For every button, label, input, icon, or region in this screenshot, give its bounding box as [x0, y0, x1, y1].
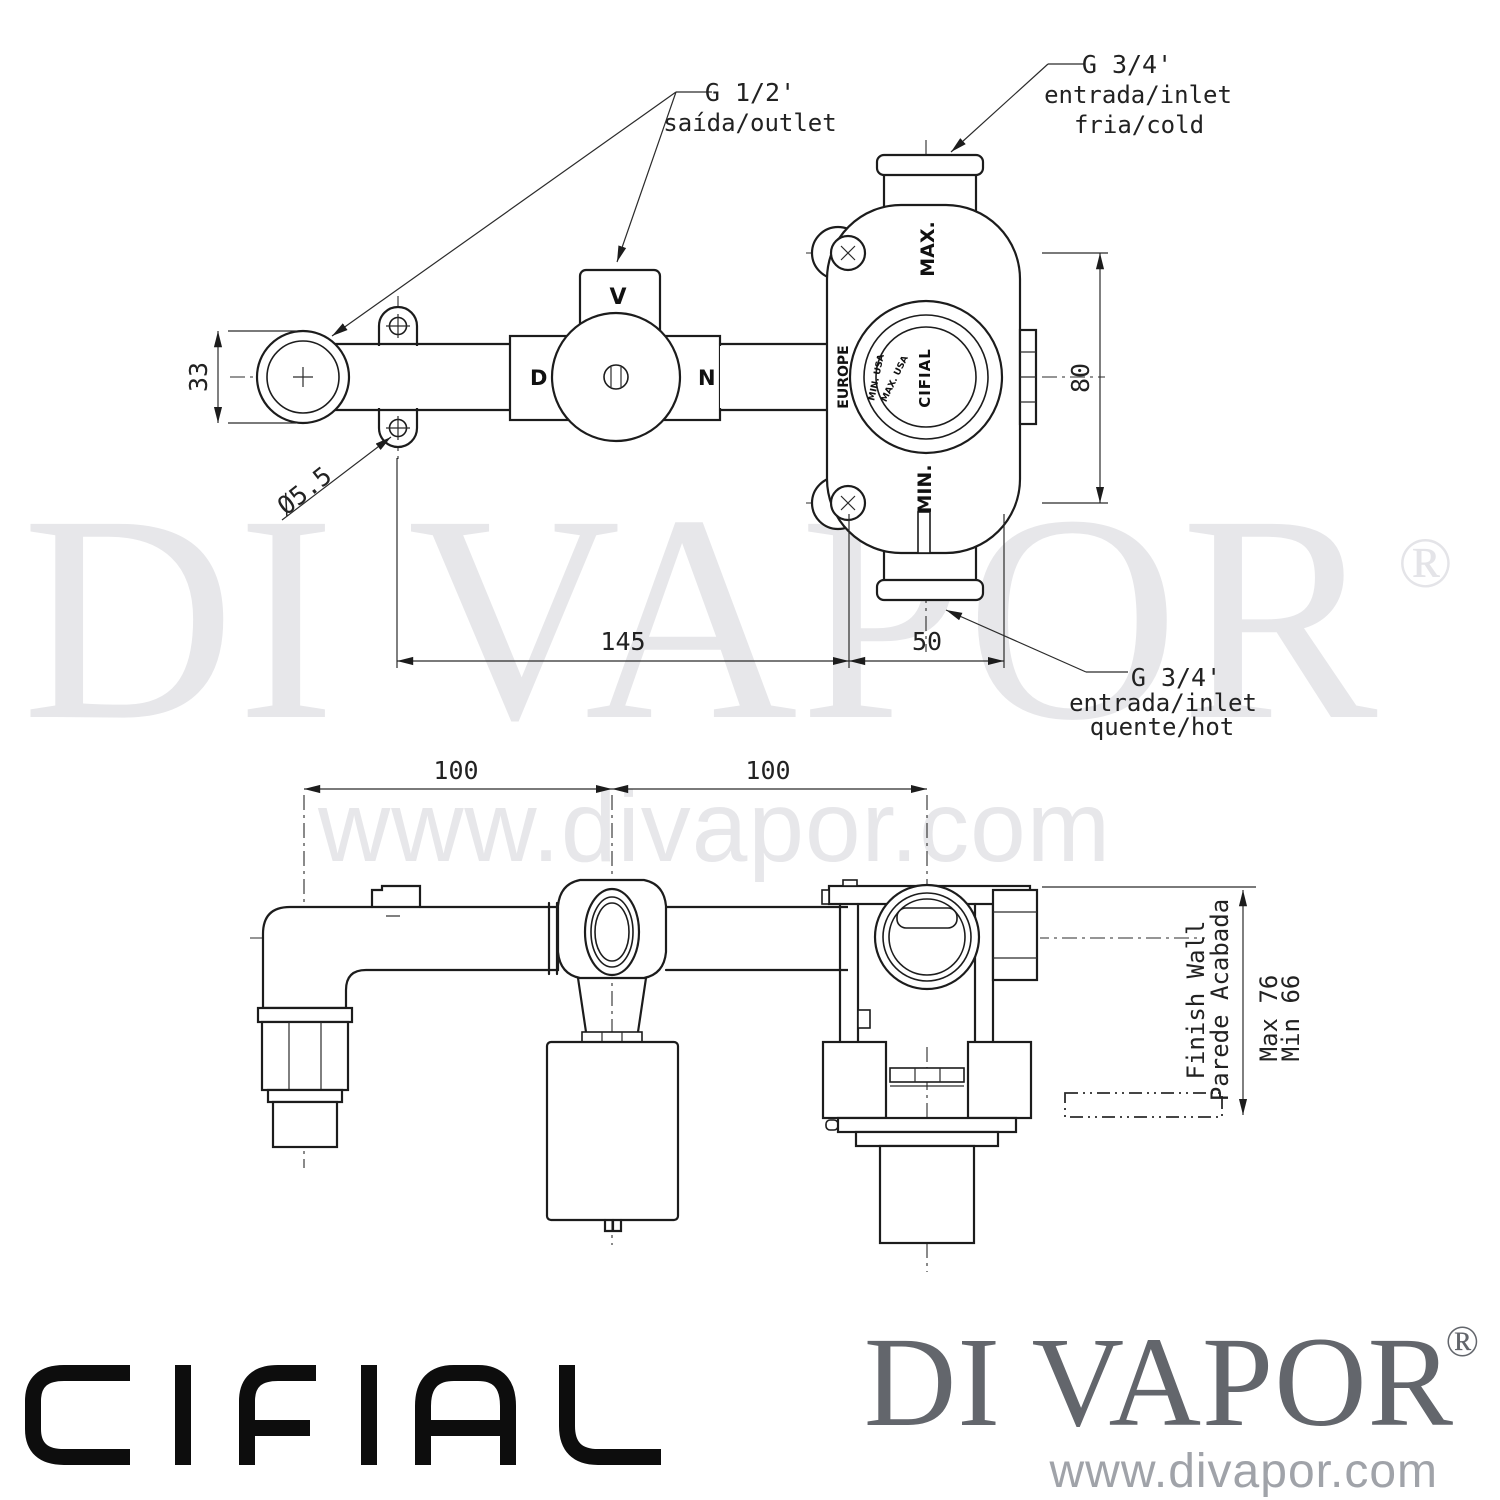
- valve-hex-front: [991, 888, 1039, 982]
- hot-inlet-flange: [875, 578, 985, 602]
- label-finish-wall-pt: Parede Acabada: [1206, 899, 1234, 1101]
- diverter-screw: [603, 364, 629, 390]
- min-indicator-slot: [917, 511, 931, 554]
- link-pipe-front: [664, 905, 852, 972]
- valve-flange-1: [836, 1116, 1018, 1134]
- dim-33: 33: [184, 362, 213, 392]
- clamp-block-right: [966, 1040, 1033, 1120]
- dim-145: 145: [600, 627, 645, 656]
- label-finish-wall-en: Finish Wall: [1182, 921, 1210, 1080]
- label-outlet-name: saída/outlet: [663, 109, 836, 137]
- outlet-elbow-front: [256, 884, 560, 1149]
- elbow-hex-nut: [260, 1020, 350, 1092]
- dim-100-left: 100: [433, 756, 478, 785]
- diverter-label-d: D: [530, 366, 547, 390]
- valve-flange-2: [854, 1130, 1000, 1148]
- finish-wall-line: [1064, 1092, 1223, 1118]
- dim-80: 80: [1066, 363, 1095, 393]
- cold-inlet-flange: [875, 153, 985, 177]
- outlet-pipe: [333, 342, 514, 412]
- divapor-brand: DI VAPOR: [863, 1311, 1454, 1453]
- engraving-min: MIN.: [914, 464, 936, 513]
- valve-front: [821, 879, 1040, 1245]
- watermark-brand: DI VAPOR: [22, 454, 1380, 781]
- dim-hole-leader: [281, 436, 392, 521]
- diverter-front: [545, 878, 852, 1233]
- front-view: 100 100: [250, 756, 1305, 1272]
- label-cold-name: entrada/inlet: [1044, 81, 1232, 109]
- dim-50: 50: [912, 627, 942, 656]
- top-view: D N V: [184, 50, 1257, 741]
- dim-hole: Ø5.5: [272, 461, 337, 521]
- engraving-europe: EUROPE: [836, 345, 852, 408]
- slotted-strip: [889, 1067, 965, 1083]
- watermark-registered-icon: ®: [1398, 523, 1453, 603]
- dim-100-right: 100: [745, 756, 790, 785]
- label-cold-type: fria/cold: [1074, 111, 1204, 139]
- diverter-label-v: V: [609, 285, 626, 310]
- connecting-pipe: [718, 342, 832, 412]
- divapor-registered-icon: ®: [1445, 1317, 1479, 1366]
- dim-wall-max: Max 76: [1255, 975, 1283, 1062]
- clamp-block-left: [821, 1040, 888, 1120]
- label-cold-size: G 3/4': [1082, 50, 1172, 79]
- dim-wall-min: Min 66: [1277, 975, 1305, 1062]
- diverter-cap-cylinder: [545, 1040, 680, 1222]
- label-hot-name: entrada/inlet: [1069, 689, 1257, 717]
- retaining-clip: [857, 1009, 871, 1029]
- valve-tailpipe: [878, 1144, 976, 1245]
- label-outlet-size: G 1/2': [705, 78, 795, 107]
- label-hot-type: quente/hot: [1090, 713, 1235, 741]
- diverter-label-n: N: [698, 366, 716, 390]
- label-hot-size: G 3/4': [1131, 663, 1221, 692]
- divapor-url: www.divapor.com: [1049, 1445, 1438, 1498]
- cifial-logo: CIFIAL: [25, 1365, 661, 1465]
- elbow-tab: [370, 884, 422, 909]
- elbow-tailpipe: [271, 1100, 339, 1149]
- cartridge-window: [896, 907, 958, 929]
- engraving-cifial: CIFIAL: [916, 348, 934, 408]
- engraving-max: MAX.: [917, 221, 939, 276]
